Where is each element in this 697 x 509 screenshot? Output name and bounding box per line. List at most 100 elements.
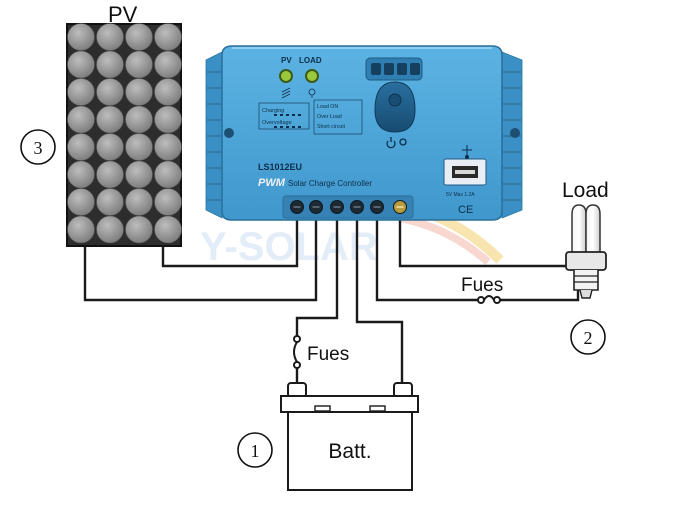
solar-cell: [67, 215, 95, 244]
solar-cell: [125, 105, 153, 134]
wire-pv-negative: [83, 214, 318, 302]
battery-top: [280, 395, 419, 413]
wire-batt-negative: [355, 214, 404, 384]
solar-cell: [154, 160, 182, 189]
pv-label: PV: [108, 2, 138, 27]
marker-battery-number: 1: [251, 441, 260, 461]
usb-icon: [462, 145, 472, 159]
wire-load-direct: [398, 214, 568, 268]
charge-controller: PV LOAD Charging Overvoltage: [205, 45, 523, 221]
watermark-text: Y-SOLAR: [200, 225, 378, 269]
battery-level-indicator: [365, 57, 423, 81]
solar-cell: [154, 105, 182, 134]
lamp-tube-left: [571, 204, 587, 252]
solar-cell: [67, 50, 95, 79]
marker-load: 2: [570, 319, 606, 355]
fuse-battery-label: Fues: [307, 344, 349, 365]
sun-icon: [281, 87, 291, 99]
solar-cell: [154, 215, 182, 244]
wire-load-from-fuse: [500, 280, 580, 302]
battery-label: Batt.: [328, 440, 371, 463]
solar-cell: [67, 133, 95, 161]
solar-cell: [125, 215, 153, 244]
solar-cell: [67, 78, 95, 106]
legend-dot: [280, 126, 283, 128]
mount-hole-left: [224, 128, 234, 138]
solar-cell: [96, 78, 124, 106]
brand-pwm: PWM: [258, 177, 286, 189]
status-over-load: Over Load: [317, 114, 342, 120]
battery: [280, 382, 419, 491]
marker-load-number: 2: [584, 328, 593, 348]
solar-cell: [96, 160, 124, 189]
load-lamp: [565, 204, 607, 299]
status-charging: Charging: [262, 108, 284, 114]
wire-batt-positive-top: [295, 214, 339, 336]
wires: [83, 214, 580, 384]
status-legend-left: Charging Overvoltage: [258, 102, 310, 130]
legend-dot: [274, 114, 277, 116]
indicator-load-label: LOAD: [299, 56, 322, 65]
solar-cell: [67, 188, 95, 216]
model-name: LS1012EU: [258, 162, 302, 172]
solar-cell: [96, 50, 124, 79]
lamp-icon: [308, 88, 316, 98]
solar-panel: [66, 23, 182, 247]
solar-cell: [96, 133, 124, 161]
battery-body: [287, 411, 413, 491]
power-icon: [386, 137, 407, 149]
legend-dot: [292, 126, 295, 128]
lamp-socket: [573, 270, 599, 291]
solar-cell: [125, 160, 153, 189]
solar-cell: [96, 188, 124, 216]
lamp-tube-right: [585, 204, 601, 252]
marker-battery: 1: [237, 432, 273, 468]
fuse-battery: [293, 335, 301, 369]
ce-mark: CE: [458, 204, 473, 216]
status-short-circuit: Short circuit: [317, 124, 345, 130]
solar-cell: [125, 50, 153, 79]
controller-fins-left: [205, 51, 223, 219]
solar-cell: [125, 133, 153, 161]
solar-cell: [67, 105, 95, 134]
marker-pv-number: 3: [34, 138, 43, 158]
solar-cell: [96, 105, 124, 134]
solar-cell: [125, 188, 153, 216]
fuse-load: [477, 295, 501, 304]
legend-dot: [298, 114, 301, 116]
usb-caption: 5V Max 1.2A: [446, 192, 475, 198]
setting-button[interactable]: [374, 81, 416, 133]
solar-cell: [154, 23, 182, 51]
status-legend-right: Load ON Over Load Short circuit: [313, 99, 363, 135]
legend-dot: [286, 126, 289, 128]
status-overvoltage: Overvoltage: [262, 120, 292, 126]
panel-cells: [67, 23, 182, 244]
solar-cell: [125, 23, 153, 51]
solar-cell: [125, 78, 153, 106]
battery-negative-terminal: [393, 382, 413, 398]
solar-cell: [154, 188, 182, 216]
lamp-base: [565, 251, 607, 271]
solar-cell: [96, 23, 124, 51]
legend-dot: [274, 126, 277, 128]
solar-cell: [154, 133, 182, 161]
legend-dot: [286, 114, 289, 116]
solar-cell: [67, 160, 95, 189]
usb-port[interactable]: [443, 158, 487, 186]
load-label: Load: [562, 179, 609, 202]
fuse-load-label: Fues: [461, 275, 503, 296]
legend-dot: [298, 126, 301, 128]
solar-cell: [96, 215, 124, 244]
solar-cell: [67, 23, 95, 51]
legend-dot: [292, 114, 295, 116]
battery-positive-terminal: [287, 382, 307, 398]
wire-pv-positive: [161, 214, 299, 268]
marker-pv: 3: [20, 129, 56, 165]
legend-dot: [280, 114, 283, 116]
wire-load-to-fuse: [375, 214, 478, 302]
solar-cell: [154, 78, 182, 106]
status-load-on: Load ON: [317, 104, 338, 110]
led-load: [307, 71, 317, 81]
controller-subtitle: Solar Charge Controller: [288, 179, 372, 188]
